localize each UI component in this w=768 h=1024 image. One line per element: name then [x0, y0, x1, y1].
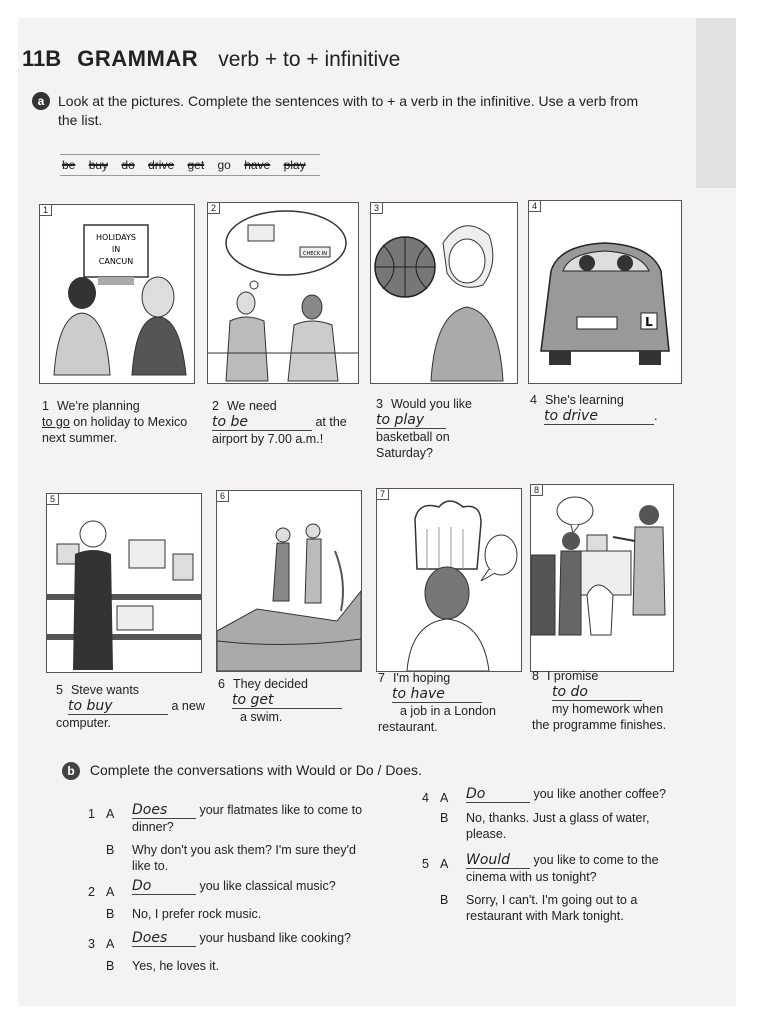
picture-number: 7: [377, 489, 390, 500]
picture-number: 5: [47, 494, 60, 505]
exercise-a-text: Look at the pictures. Complete the sente…: [58, 93, 639, 128]
unit-code: 11B: [22, 46, 62, 71]
word-item: be: [62, 158, 76, 172]
page-title: 11B GRAMMAR verb + to + infinitive: [22, 46, 400, 72]
answer-3: to play: [376, 412, 446, 429]
exercise-b-text: Complete the conversations with Would or…: [89, 762, 422, 778]
conversation-answer: Do: [132, 878, 196, 895]
boy-and-mother-illustration: [531, 496, 666, 636]
grammar-topic: verb + to + infinitive: [218, 48, 401, 71]
couple-at-computer-illustration: HOLIDAYS IN CANCUN: [53, 224, 187, 376]
picture-number: 3: [371, 203, 384, 214]
picture-6: 6: [216, 490, 362, 672]
picture-number: 2: [208, 203, 221, 214]
word-item: get: [187, 158, 205, 172]
picture-3: 3: [370, 202, 518, 384]
sign-line: HOLIDAYS: [96, 233, 136, 242]
answer-5: to buy: [68, 698, 168, 715]
exercise-a-badge: a: [32, 92, 50, 110]
couple-on-cliff-illustration: [217, 523, 361, 671]
answer-7: to have: [392, 686, 482, 703]
couple-in-car-illustration: CHECK IN: [208, 210, 358, 382]
answer-4: to drive: [544, 408, 654, 425]
girl-with-basketball-illustration: [374, 225, 504, 382]
answer-1: to go: [42, 415, 70, 429]
svg-text:CANCUN: CANCUN: [99, 257, 133, 266]
exercise-b-badge: b: [62, 762, 80, 780]
section-label: GRAMMAR: [77, 46, 199, 71]
word-list: be buy do drive get go have play: [60, 154, 320, 176]
exercise-a-instruction: a Look at the pictures. Complete the sen…: [32, 92, 652, 130]
picture-number: 4: [529, 201, 542, 212]
conversation-answer: Would: [466, 852, 530, 869]
exercise-b-instruction: b Complete the conversations with Would …: [62, 762, 422, 780]
word-item: do: [121, 158, 135, 172]
learner-car-illustration: L: [540, 242, 670, 365]
conversation-answer: Does: [132, 930, 196, 947]
picture-8: 8: [530, 484, 674, 672]
man-in-computer-shop-illustration: [47, 520, 201, 670]
word-item: buy: [88, 158, 109, 172]
picture-number: 8: [531, 485, 544, 496]
chef-illustration: [406, 500, 518, 671]
picture-4: 4 L: [528, 200, 682, 384]
picture-2: 2 CHECK IN: [207, 202, 359, 384]
picture-5: 5: [46, 493, 202, 673]
picture-number: 1: [40, 205, 53, 216]
answer-2: to be: [212, 414, 312, 431]
word-item: drive: [148, 158, 175, 172]
picture-7: 7: [376, 488, 522, 672]
word-item: play: [283, 158, 306, 172]
answer-8: to do: [552, 684, 642, 701]
worksheet-page: 11B GRAMMAR verb + to + infinitive a Loo…: [18, 18, 736, 1006]
svg-text:IN: IN: [112, 245, 120, 254]
word-item: have: [244, 158, 271, 172]
picture-number: 6: [217, 491, 230, 502]
conversation-answer: Does: [132, 802, 196, 819]
page-shadow: [696, 18, 736, 188]
learner-plate: L: [645, 315, 653, 329]
svg-text:CHECK IN: CHECK IN: [303, 251, 327, 257]
picture-1: 1 HOLIDAYS IN CANCUN: [39, 204, 195, 384]
conversation-answer: Do: [466, 786, 530, 803]
answer-6: to get: [232, 692, 342, 709]
word-item: go: [217, 158, 231, 172]
